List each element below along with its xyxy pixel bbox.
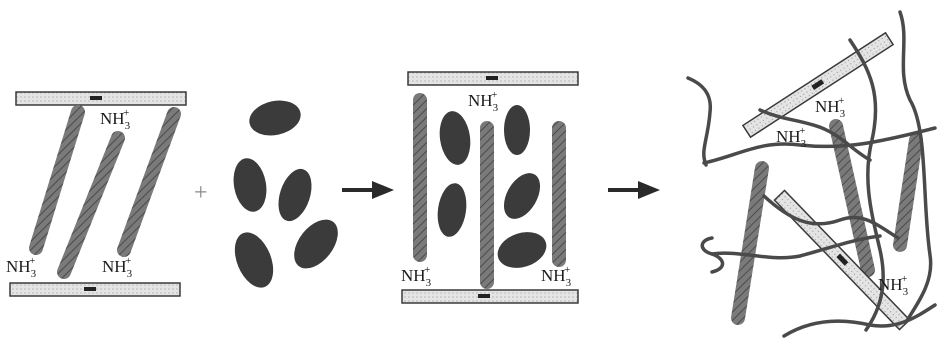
particle (436, 109, 473, 167)
particle (285, 211, 346, 276)
polymer-chain (688, 78, 710, 165)
particle (497, 167, 548, 225)
ammonium-label: NH3+ (776, 125, 807, 150)
arrow-right-icon (608, 181, 660, 199)
panel-exfoliated: NH3+ NH3+ NH3+ (688, 12, 935, 336)
ammonium-label: NH3+ (815, 95, 846, 120)
surfactant-chain (900, 140, 916, 245)
panel-particles (227, 96, 346, 293)
ammonium-label: NH3+ (541, 264, 572, 289)
surfactant-chain (64, 138, 118, 272)
clay-layer-top (16, 92, 186, 105)
clay-layer-tilted (774, 190, 909, 329)
panel-organoclay: NH3+ NH3+ NH3+ (6, 92, 186, 296)
polymer-chain (712, 236, 880, 258)
particle (434, 181, 469, 238)
particle (504, 105, 530, 155)
ammonium-label: NH3+ (6, 255, 37, 280)
plus-sign: + (194, 180, 208, 206)
ammonium-label: NH3+ (100, 107, 131, 132)
ammonium-label: NH3+ (468, 89, 499, 114)
particle (230, 156, 271, 215)
surfactant-chain (36, 112, 78, 248)
surfactant-chain (738, 168, 762, 318)
particle (227, 227, 280, 294)
clay-layer-top (408, 72, 578, 85)
clay-layer-bottom (402, 290, 578, 303)
clay-layer-bottom (10, 283, 180, 296)
clay-layer-tilted (743, 33, 893, 137)
particle (272, 165, 317, 226)
polymer-chain (704, 128, 935, 163)
arrow-right-icon (342, 181, 394, 199)
ammonium-label: NH3+ (401, 264, 432, 289)
panel-intercalated: NH3+ NH3+ NH3+ (401, 72, 578, 303)
particle (246, 96, 304, 140)
ammonium-label: NH3+ (102, 255, 133, 280)
surfactant-chain (124, 114, 174, 250)
